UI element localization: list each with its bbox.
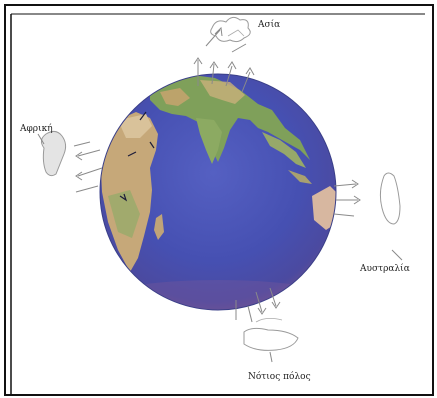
sketch-arrows [51, 26, 361, 323]
australia-sketch [379, 172, 401, 225]
india-landmass [196, 118, 222, 164]
earth-globe [99, 73, 337, 311]
south-pole-sketch [243, 327, 299, 351]
label-south-pole: Νότιος πόλος [248, 372, 311, 382]
label-asia: Ασία [258, 20, 281, 30]
flow-marks [119, 111, 155, 202]
asia-landmass [150, 74, 310, 162]
frame-border [4, 4, 434, 396]
africa-sketch [40, 130, 67, 177]
label-australia: Αυστραλία [360, 264, 410, 274]
asia-sketch [210, 16, 251, 43]
label-africa: Αφρική [20, 124, 53, 134]
